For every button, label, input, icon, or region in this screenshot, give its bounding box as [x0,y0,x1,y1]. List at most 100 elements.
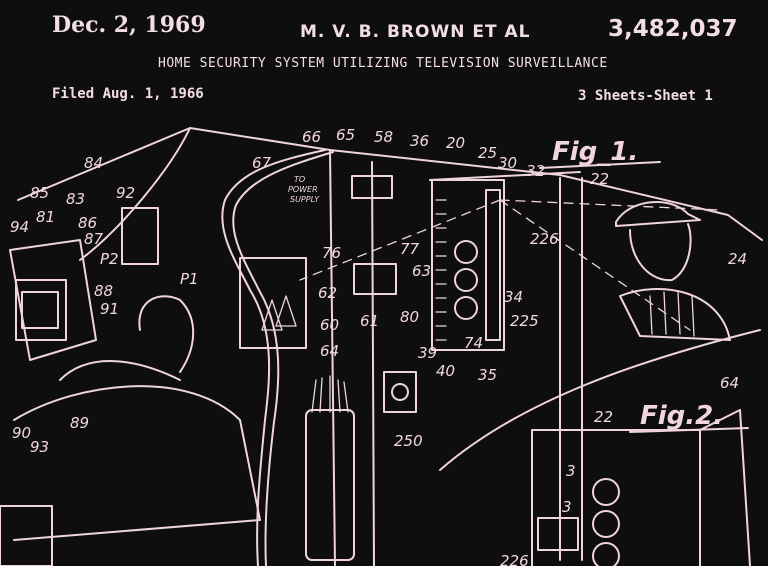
tree-drawing [261,295,297,331]
intruder-cap [615,201,701,227]
wall-picture-tree [239,257,307,349]
panel-hatching [435,199,447,341]
ref-numeral: 20 [446,134,465,152]
ref-numeral: 63 [412,262,431,280]
ref-numeral: 3 [566,462,576,480]
patent-number: 3,482,037 [608,16,738,42]
shirt-stripes [649,291,695,337]
panel-lamp-2 [454,268,478,292]
pillow [59,360,181,381]
floor-line [439,329,761,471]
umbrella-stand [305,409,355,561]
control-panel [431,179,505,351]
wall-picture-small [121,207,159,265]
back-wall-edge [79,127,191,261]
wall-switch [383,371,417,413]
ref-numeral: 62 [318,284,337,302]
ref-numeral: 83 [66,190,85,208]
door-top [429,171,581,181]
ref-numeral: 66 [302,128,321,146]
wall-switch-knob [391,383,409,401]
ref-numeral: 25 [478,144,497,162]
ref-numeral: 91 [100,300,119,318]
ref-numeral: 90 [12,424,31,442]
power-supply-note-2: POWER [288,185,318,194]
ref-numeral: 88 [94,282,113,300]
power-relay-box [351,175,393,199]
ref-numeral: 64 [720,374,739,392]
umbrella-handles [311,375,349,413]
ref-numeral: 30 [498,154,517,172]
ref-numeral: 24 [728,250,747,268]
tv-monitor [15,279,67,341]
ref-numeral: 74 [464,334,483,352]
night-stand [9,239,97,361]
sleeper-head [138,295,195,373]
bed-blanket [13,385,261,541]
ref-numeral: 81 [36,208,55,226]
ref-numeral: P2 [100,250,119,268]
fig2-label: Fig.2. [640,401,723,431]
panel-lamp-1 [454,240,478,264]
camera-beam [299,199,721,331]
filing-date: Filed Aug. 1, 1966 [52,86,204,102]
fig2-lamp-2 [592,510,620,538]
fig2-panel [531,409,751,566]
patent-date: Dec. 2, 1969 [52,12,206,38]
ref-numeral: 76 [322,244,341,262]
ref-numeral: 58 [374,128,393,146]
intruder-face [629,223,692,282]
ref-numeral: 32 [526,162,545,180]
ref-numeral: 93 [30,438,49,456]
ref-numeral: P1 [180,270,199,288]
power-cable [221,149,326,566]
ref-numeral: 22 [590,170,609,188]
ref-numeral: 35 [478,366,497,384]
patent-title: HOME SECURITY SYSTEM UTILIZING TELEVISIO… [158,56,608,71]
ref-numeral: 87 [84,230,104,248]
ref-numeral: 84 [84,154,103,172]
panel-lamp-3 [454,296,478,320]
fig2-lamp-1 [592,478,620,506]
ref-numeral: 89 [70,414,89,432]
power-supply-note-3: SUPPLY [290,195,320,204]
ref-numeral: 226 [530,230,559,248]
fig2-lamp-3 [592,542,620,566]
ref-numeral: 60 [320,316,339,334]
fig1-label: Fig_1. [552,137,638,167]
panel-plate [485,189,501,341]
sheet-number: 3 Sheets-Sheet 1 [578,88,713,104]
ceiling-outline [17,127,763,241]
ref-numeral: 86 [78,214,97,232]
monitor-screen [21,291,59,329]
ref-numeral: 67 [252,154,272,172]
ref-numeral: 225 [510,312,539,330]
fig2-underline [629,427,749,433]
ref-numeral: 85 [30,184,49,202]
door-frame-left [329,149,336,566]
fig2-keypad [537,517,579,551]
power-supply-note-1: TO [294,175,305,184]
intruder-shirt [619,288,731,341]
ref-numeral: 80 [400,308,419,326]
ref-numeral: 65 [336,126,355,144]
ref-numeral: 36 [410,132,429,150]
ref-numeral: 64 [320,342,339,360]
ref-numeral: 226 [500,552,529,566]
power-cable-inner [232,151,334,566]
bed-foot [0,505,53,566]
ref-numeral: 250 [394,432,423,450]
ref-numeral: 94 [10,218,29,236]
inventor-name: M. V. B. BROWN ET AL [300,22,531,42]
ref-numeral: 39 [418,344,437,362]
ref-numeral: 92 [116,184,135,202]
ref-numeral: 3 [562,498,572,516]
ref-numeral: 34 [504,288,523,306]
ref-numeral: 40 [436,362,455,380]
door-frame-right [371,161,375,566]
control-relay-box [353,263,397,295]
ref-numeral: 61 [360,312,379,330]
ref-numeral: 77 [400,240,420,258]
